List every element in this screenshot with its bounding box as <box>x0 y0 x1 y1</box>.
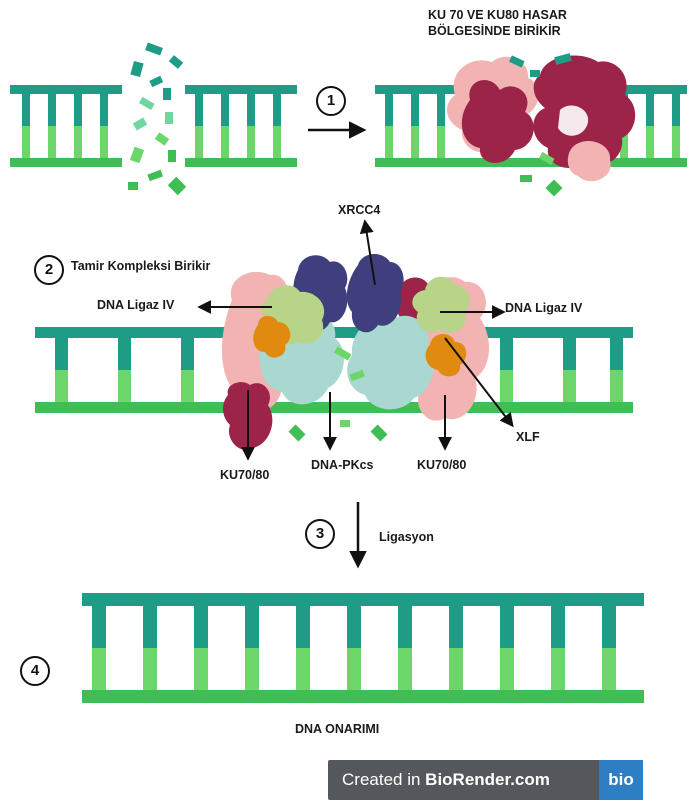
base-pair-top <box>646 94 654 126</box>
watermark-brand: BioRender.com <box>425 770 550 789</box>
base-pair-top <box>610 338 623 370</box>
base-pair-top <box>48 94 56 126</box>
base-pair-bottom <box>181 370 194 402</box>
watermark-text: Created in BioRender.com <box>342 770 550 790</box>
base-pair-top <box>602 606 616 648</box>
base-pair-top <box>245 606 259 648</box>
base-pair-bottom <box>74 126 82 158</box>
base-pair-bottom <box>602 648 616 690</box>
base-pair-bottom <box>245 648 259 690</box>
base-pair-top <box>398 606 412 648</box>
dna-with-ku <box>375 53 687 196</box>
base-pair-bottom <box>22 126 30 158</box>
base-pair-bottom <box>437 126 445 158</box>
label-xlf: XLF <box>516 430 540 445</box>
base-pair-bottom <box>398 648 412 690</box>
base-pair-top <box>118 338 131 370</box>
watermark-prefix: Created in <box>342 770 425 789</box>
label-ligaz-left: DNA Ligaz IV <box>97 298 174 313</box>
base-pair-top <box>296 606 310 648</box>
label-ku-hasar: KU 70 VE KU80 HASAR <box>428 8 567 23</box>
base-pair-bottom <box>195 126 203 158</box>
base-pair-bottom <box>273 126 281 158</box>
base-pair-bottom <box>194 648 208 690</box>
base-pair-top <box>55 338 68 370</box>
base-pair-top <box>437 94 445 126</box>
label-dnapkcs: DNA-PKcs <box>311 458 374 473</box>
label-ku-left: KU70/80 <box>220 468 269 483</box>
label-onarim: DNA ONARIMI <box>295 722 379 737</box>
label-bolgesinde: BÖLGESİNDE BİRİKİR <box>428 24 561 39</box>
base-pair-top <box>195 94 203 126</box>
step-4-marker: 4 <box>20 656 50 686</box>
base-pair-top <box>500 338 513 370</box>
dna-base-pairs <box>92 606 616 690</box>
base-pair-top <box>247 94 255 126</box>
base-pair-bottom <box>92 648 106 690</box>
base-pair-top <box>273 94 281 126</box>
base-pair-top <box>22 94 30 126</box>
step-1-marker: 1 <box>316 86 346 116</box>
base-pair-bottom <box>672 126 680 158</box>
base-pair-top <box>449 606 463 648</box>
base-pair-bottom <box>385 126 393 158</box>
dna-repair-complex <box>35 254 633 450</box>
base-pair-bottom <box>551 648 565 690</box>
base-pair-bottom <box>449 648 463 690</box>
label-ligasyon: Ligasyon <box>379 530 434 545</box>
base-pair-top <box>411 94 419 126</box>
base-pair-bottom <box>221 126 229 158</box>
base-pair-top <box>221 94 229 126</box>
base-pair-top <box>500 606 514 648</box>
repaired-dna <box>82 593 644 703</box>
base-pair-bottom <box>100 126 108 158</box>
base-pair-bottom <box>500 370 513 402</box>
base-pair-bottom <box>143 648 157 690</box>
base-pair-bottom <box>411 126 419 158</box>
base-pair-bottom <box>55 370 68 402</box>
biorender-watermark: Created in BioRender.com bio <box>328 760 643 800</box>
base-pair-top <box>143 606 157 648</box>
label-ligaz-right: DNA Ligaz IV <box>505 301 582 316</box>
base-pair-top <box>563 338 576 370</box>
broken-dna-left <box>10 43 297 196</box>
base-pair-bottom <box>347 648 361 690</box>
base-pair-top <box>181 338 194 370</box>
base-pair-top <box>385 94 393 126</box>
base-pair-top <box>551 606 565 648</box>
base-pair-bottom <box>610 370 623 402</box>
step-2-marker: 2 <box>34 255 64 285</box>
base-pair-top <box>194 606 208 648</box>
base-pair-bottom <box>118 370 131 402</box>
biorender-logo: bio <box>599 760 643 800</box>
base-pair-bottom <box>296 648 310 690</box>
base-pair-top <box>92 606 106 648</box>
base-pair-bottom <box>247 126 255 158</box>
base-pair-bottom <box>48 126 56 158</box>
label-tamir: Tamir Kompleksi Birikir <box>71 259 210 274</box>
base-pair-top <box>672 94 680 126</box>
label-ku-right: KU70/80 <box>417 458 466 473</box>
step-3-marker: 3 <box>305 519 335 549</box>
base-pair-bottom <box>500 648 514 690</box>
base-pair-top <box>347 606 361 648</box>
base-pair-bottom <box>646 126 654 158</box>
base-pair-top <box>74 94 82 126</box>
dna-fragments <box>128 43 186 196</box>
base-pair-bottom <box>563 370 576 402</box>
label-xrcc4: XRCC4 <box>338 203 380 218</box>
base-pair-top <box>100 94 108 126</box>
